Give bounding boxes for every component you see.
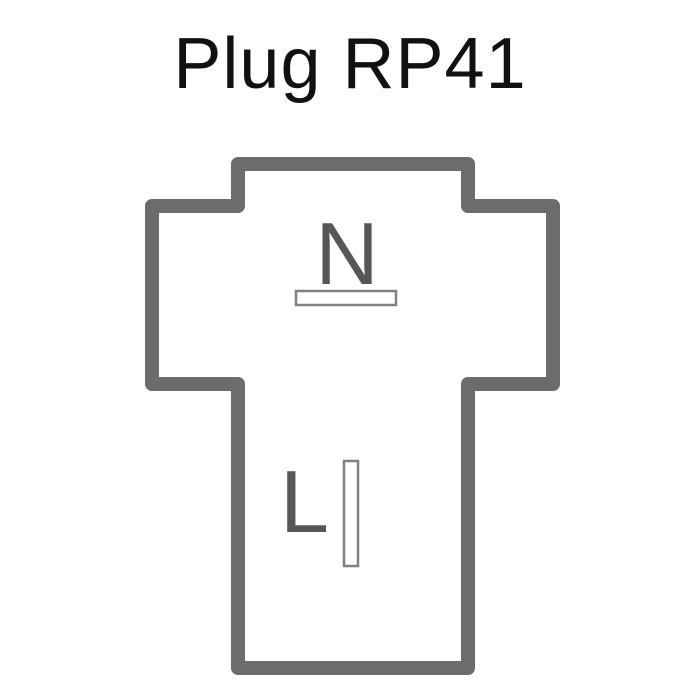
plug-housing-outline [145,157,560,675]
terminal-slot-n [294,289,398,307]
diagram-title: Plug RP41 [173,24,527,104]
terminal-slot-l [342,459,360,568]
terminal-label-n: N [315,204,379,303]
terminal-label-l: L [280,452,329,551]
